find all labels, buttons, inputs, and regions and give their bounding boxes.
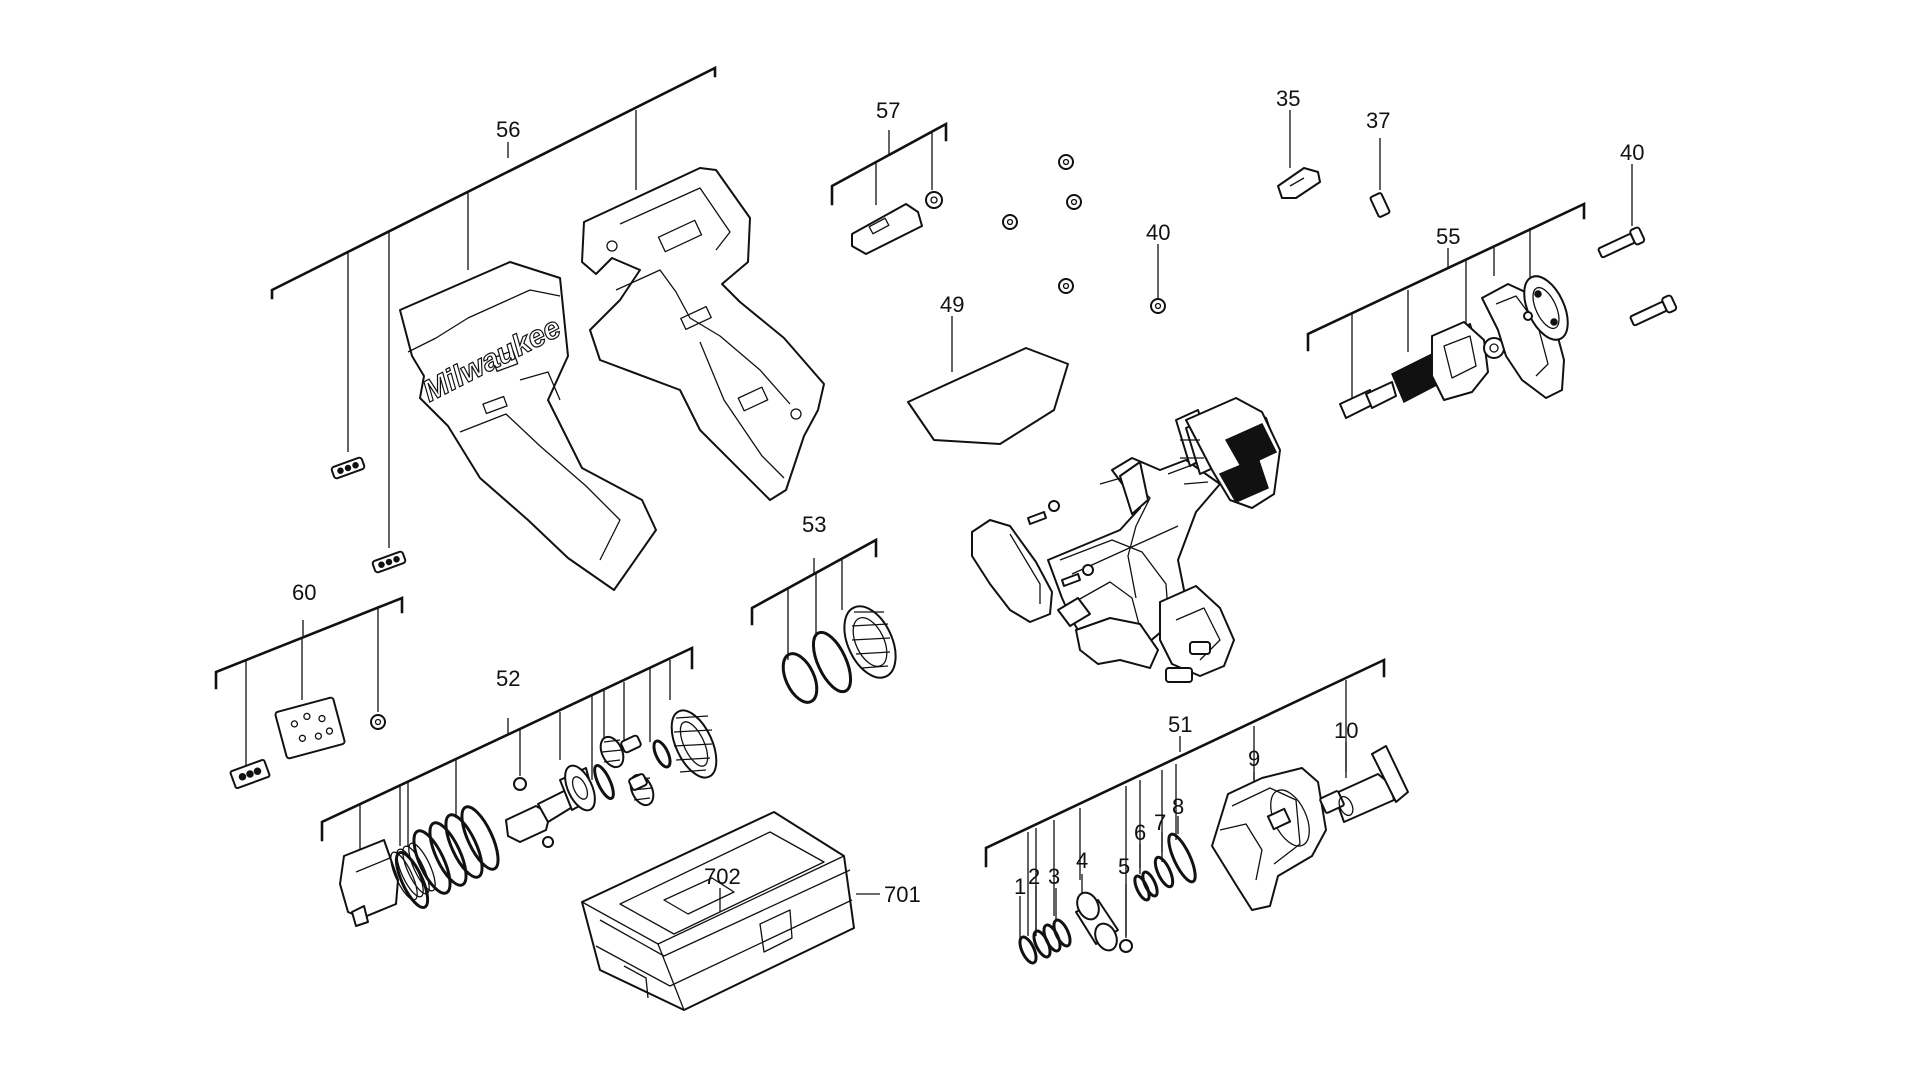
part-5-ball [1119, 939, 1133, 953]
terminal-plate [274, 696, 346, 760]
bracket-56 [270, 65, 717, 300]
part-7-washer [1153, 855, 1175, 889]
belt-clip-group-57: 57 [830, 98, 948, 255]
stator [1167, 397, 1281, 509]
callout-2: 2 [1028, 864, 1040, 889]
screws-40-right: 40 [1597, 140, 1678, 327]
callout-40-right: 40 [1620, 140, 1644, 165]
callout-1: 1 [1014, 874, 1026, 899]
ring-gear-group-53: 53 [750, 512, 897, 704]
loose-screws [1002, 154, 1166, 314]
bracket-52 [320, 645, 694, 842]
bracket-51 [984, 657, 1386, 868]
spindle [505, 764, 596, 843]
part-37: 37 [1366, 108, 1390, 218]
planet-pin-lower [628, 773, 648, 791]
carrying-case-701: 701 702 [581, 811, 921, 1011]
ball-upper [513, 777, 527, 791]
bracket-55 [1306, 201, 1586, 352]
motor-end-plate [1431, 321, 1489, 401]
callout-49: 49 [940, 292, 964, 317]
ball-lower [542, 836, 554, 848]
washer-spring-seat [394, 850, 430, 910]
callout-4: 4 [1076, 848, 1088, 873]
part-1-retaining-ring [1018, 935, 1038, 965]
part-6-spring [1133, 870, 1159, 902]
sun-gear [670, 709, 718, 779]
callout-60: 60 [292, 580, 316, 605]
spring-small [390, 842, 436, 901]
part-10-anvil [1319, 745, 1409, 823]
end-cap [971, 519, 1053, 623]
chassis-assembly [971, 457, 1235, 683]
ring-clip [652, 739, 672, 769]
plug-small-lower [371, 550, 407, 574]
housing-group-56: 56 Milwaukee [270, 65, 825, 591]
nameplate-49: 49 [907, 292, 1069, 445]
right-housing-half [581, 167, 825, 501]
callout-8: 8 [1172, 794, 1184, 819]
screw-40 [1150, 298, 1166, 314]
callout-10: 10 [1334, 718, 1358, 743]
o-ring [811, 630, 853, 694]
callout-55: 55 [1436, 224, 1460, 249]
planet-pin-upper [620, 734, 642, 754]
callout-53: 53 [802, 512, 826, 537]
motor-group-55: 55 [1306, 201, 1586, 419]
callout-56: 56 [496, 117, 520, 142]
callout-52: 52 [496, 666, 520, 691]
planet-gear-upper [599, 735, 625, 769]
bracket-60 [214, 596, 404, 690]
terminal-screw [370, 714, 386, 730]
thrust-washer [593, 763, 615, 801]
part-8-o-ring [1167, 832, 1197, 884]
callout-40-left: 40 [1146, 220, 1170, 245]
hammer [339, 839, 399, 927]
part-2-3-springs [1032, 918, 1072, 959]
front-assembly-group-51: 51 1 2 3 4 5 6 7 8 9 10 [984, 657, 1409, 965]
callout-6: 6 [1134, 820, 1146, 845]
callout-701: 701 [884, 882, 921, 907]
callout-51: 51 [1168, 712, 1192, 737]
callout-9: 9 [1248, 746, 1260, 771]
callout-702: 702 [704, 864, 741, 889]
gear-train-group-52: 52 [320, 645, 718, 927]
clip-screw [925, 191, 943, 209]
callout-5: 5 [1118, 854, 1130, 879]
callout-7: 7 [1154, 810, 1166, 835]
part-35: 35 [1276, 86, 1321, 199]
ring-gear [843, 605, 897, 679]
belt-clip [851, 203, 923, 255]
callout-35: 35 [1276, 86, 1300, 111]
callout-3: 3 [1048, 864, 1060, 889]
part-9-gear-case [1211, 767, 1327, 911]
main-spring [412, 805, 500, 895]
trigger-switch [1075, 617, 1159, 669]
callout-57: 57 [876, 98, 900, 123]
ring-outer-gasket [781, 652, 819, 704]
motor-pcb [1523, 275, 1569, 341]
callout-37: 37 [1366, 108, 1390, 133]
part-4-sleeve [1075, 891, 1119, 952]
terminal-group-60: 60 [214, 580, 404, 790]
plug-small-upper [330, 456, 366, 480]
terminal-block-small [229, 758, 271, 790]
left-housing-half: Milwaukee [399, 261, 657, 591]
